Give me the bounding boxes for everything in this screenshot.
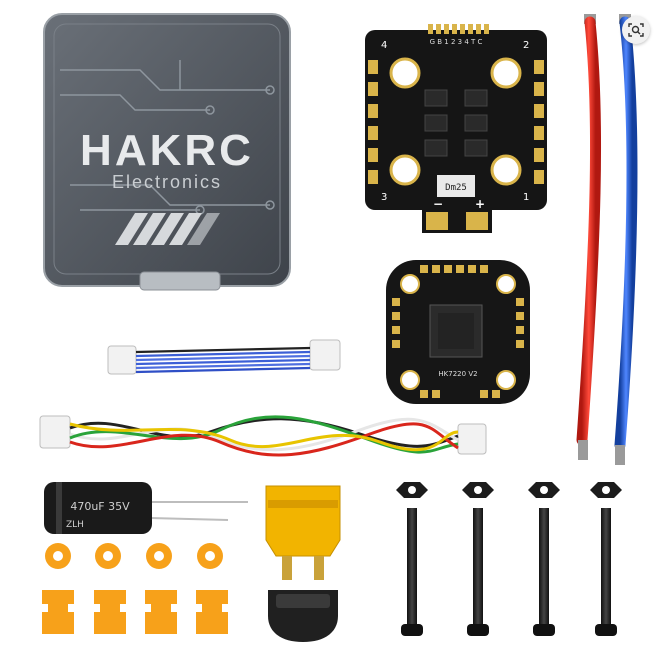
esc-pad-label-2: 2 [523,40,529,51]
esc-mosfets [424,89,488,157]
esc-pad-label-3: 3 [381,192,387,203]
esc-current-sensor [437,175,475,197]
power-wires [576,14,638,465]
esc-board: Dm25 G B 1 2 3 4 T C 4 2 3 1 − + [365,24,547,233]
fc-model-text: HK7220 V2 [438,370,477,378]
m3-bolts-and-nuts [396,482,622,636]
case-brand-text: HAKRC [80,126,254,175]
esc-mount-holes [389,57,522,186]
flight-controller-board: HK7220 V2 [386,260,530,404]
brand-logo-mark [115,213,220,245]
xt30-cover [268,590,338,642]
capacitor: 470uF 35V ZLH [44,482,248,534]
lens-icon [628,23,644,37]
orange-standoffs [42,590,228,634]
circuit-lines-graphic [60,60,275,215]
esc-plus-label: + [475,197,485,211]
case-subtitle-text: Electronics [112,172,222,192]
short-connector-cable [107,339,341,375]
visual-search-button[interactable] [622,16,650,44]
storage-case: HAKRC Electronics [43,13,291,291]
esc-pad-label-4: 4 [381,40,387,51]
esc-pad-label-1: 1 [523,192,529,203]
capacitor-brand-text: ZLH [66,520,84,530]
esc-header-labels: G B 1 2 3 4 T C [430,38,483,46]
twisted-connector-cable [39,415,487,457]
case-latch [139,271,221,291]
fc-mount-holes [400,274,516,390]
capacitor-value-text: 470uF 35V [70,500,130,513]
fc-gold-pads [392,265,524,398]
esc-chip-label: Dm25 [445,183,467,193]
esc-minus-label: − [433,197,443,211]
orange-washers [45,543,223,569]
xt30-connector [265,485,341,580]
esc-gold-pads [368,24,544,230]
